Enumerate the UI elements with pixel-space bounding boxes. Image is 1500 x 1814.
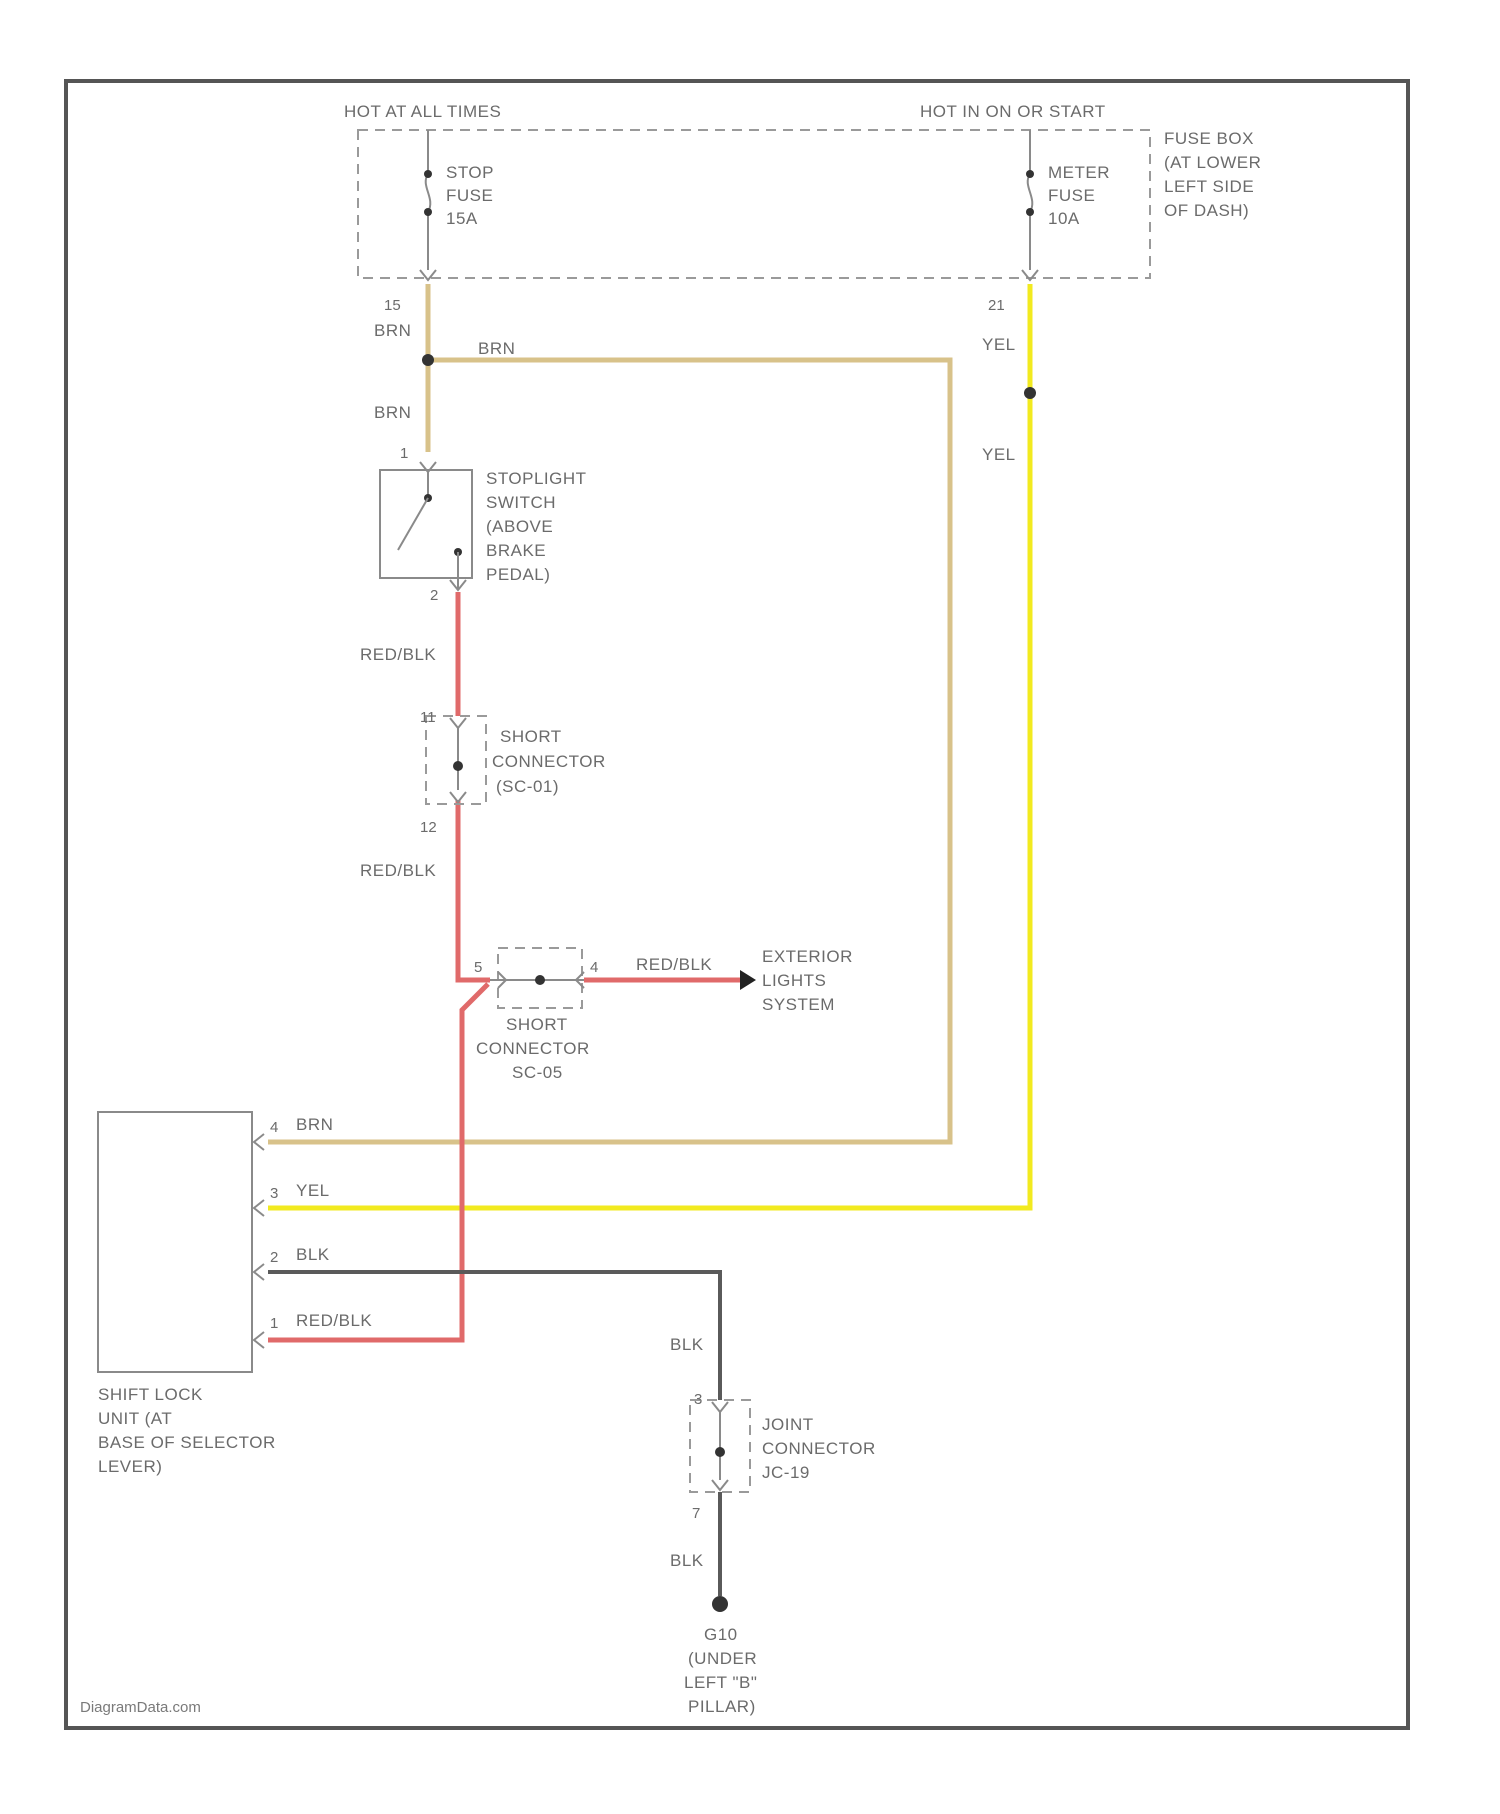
svg-text:LEFT "B": LEFT "B": [684, 1673, 757, 1692]
short-connector-sc05: SHORT CONNECTOR SC-05: [476, 948, 590, 1082]
pin-sc2-left: 5: [474, 959, 482, 976]
wire-label-redblk-3: RED/BLK: [636, 955, 712, 974]
svg-text:LEVER): LEVER): [98, 1457, 162, 1476]
svg-text:G10: G10: [704, 1625, 738, 1644]
svg-text:CONNECTOR: CONNECTOR: [492, 752, 606, 771]
wire-label-redblk-4: RED/BLK: [296, 1311, 372, 1330]
svg-text:JOINT: JOINT: [762, 1415, 814, 1434]
wire-label-redblk-1: RED/BLK: [360, 645, 436, 664]
pin-switch-out: 2: [430, 587, 438, 604]
wire-label-blk-3: BLK: [670, 1551, 704, 1570]
pin-shift-lock-1: 1: [270, 1315, 278, 1332]
pin-shift-lock-4: 4: [270, 1119, 278, 1136]
stop-fuse: STOP FUSE 15A: [420, 130, 494, 280]
pin-sc1-in: 11: [420, 709, 436, 726]
wire-redblk-sc2-to-shiftlock: [268, 984, 488, 1340]
pin-switch-in: 1: [400, 445, 408, 462]
svg-text:CONNECTOR: CONNECTOR: [762, 1439, 876, 1458]
watermark: DiagramData.com: [80, 1699, 201, 1716]
svg-text:SHORT: SHORT: [506, 1015, 568, 1034]
svg-text:EXTERIOR: EXTERIOR: [762, 947, 853, 966]
wire-brn-splice-to-shiftlock: [268, 360, 950, 1142]
pin-shift-lock-2: 2: [270, 1249, 278, 1266]
svg-text:STOP: STOP: [446, 163, 494, 182]
svg-text:PILLAR): PILLAR): [688, 1697, 756, 1716]
pin-sc2-right: 4: [590, 959, 598, 976]
svg-text:LEFT SIDE: LEFT SIDE: [1164, 177, 1254, 196]
svg-text:SHIFT LOCK: SHIFT LOCK: [98, 1385, 203, 1404]
svg-text:PEDAL): PEDAL): [486, 565, 550, 584]
wire-label-yel-3: YEL: [296, 1181, 330, 1200]
diagram-frame: [66, 81, 1408, 1728]
splice-yel: [1024, 387, 1036, 399]
svg-text:BASE OF SELECTOR: BASE OF SELECTOR: [98, 1433, 276, 1452]
svg-text:BRAKE: BRAKE: [486, 541, 546, 560]
fuse-box-label: FUSE BOX (AT LOWER LEFT SIDE OF DASH): [1164, 129, 1261, 220]
wire-label-redblk-2: RED/BLK: [360, 861, 436, 880]
wire-label-yel-1: YEL: [982, 335, 1016, 354]
short-connector-sc01: SHORT CONNECTOR (SC-01): [426, 716, 606, 804]
wire-label-brn-3: BRN: [374, 403, 411, 422]
wire-blk-shiftlock-to-jc: [268, 1272, 720, 1400]
svg-text:(SC-01): (SC-01): [496, 777, 559, 796]
svg-text:SWITCH: SWITCH: [486, 493, 556, 512]
svg-text:10A: 10A: [1048, 209, 1080, 228]
stoplight-switch: STOPLIGHT SWITCH (ABOVE BRAKE PEDAL): [380, 462, 587, 590]
svg-text:FUSE BOX: FUSE BOX: [1164, 129, 1254, 148]
wire-label-yel-2: YEL: [982, 445, 1016, 464]
wire-label-blk-1: BLK: [296, 1245, 330, 1264]
exterior-lights-arrow: [740, 970, 756, 990]
wire-label-brn-4: BRN: [296, 1115, 333, 1134]
pin-stop-fuse-out: 15: [384, 297, 401, 314]
svg-text:(ABOVE: (ABOVE: [486, 517, 553, 536]
svg-text:15A: 15A: [446, 209, 478, 228]
ground-g10: G10 (UNDER LEFT "B" PILLAR): [684, 1596, 757, 1716]
splice-brn: [422, 354, 434, 366]
pin-sc1-out: 12: [420, 819, 437, 836]
svg-text:SHORT: SHORT: [500, 727, 562, 746]
svg-text:SC-05: SC-05: [512, 1063, 563, 1082]
svg-text:(UNDER: (UNDER: [688, 1649, 757, 1668]
svg-text:LIGHTS: LIGHTS: [762, 971, 826, 990]
svg-text:SYSTEM: SYSTEM: [762, 995, 835, 1014]
shift-lock-unit: SHIFT LOCK UNIT (AT BASE OF SELECTOR LEV…: [98, 1112, 276, 1476]
exterior-lights-label: EXTERIOR LIGHTS SYSTEM: [762, 947, 853, 1014]
svg-text:CONNECTOR: CONNECTOR: [476, 1039, 590, 1058]
wire-label-brn-1: BRN: [374, 321, 411, 340]
svg-text:STOPLIGHT: STOPLIGHT: [486, 469, 587, 488]
svg-text:FUSE: FUSE: [1048, 186, 1095, 205]
wire-yel-meter-to-shiftlock: [268, 284, 1030, 1208]
hot-at-all-times-label: HOT AT ALL TIMES: [344, 102, 501, 121]
svg-text:JC-19: JC-19: [762, 1463, 810, 1482]
wire-redblk-sc1-to-sc2: [458, 800, 490, 980]
joint-connector-jc19: JOINT CONNECTOR JC-19: [690, 1400, 876, 1492]
svg-text:(AT LOWER: (AT LOWER: [1164, 153, 1261, 172]
pin-meter-fuse-out: 21: [988, 297, 1005, 314]
svg-text:FUSE: FUSE: [446, 186, 493, 205]
pin-jc-out: 7: [692, 1505, 700, 1522]
pin-jc-in: 3: [694, 1391, 702, 1408]
wire-label-brn-2: BRN: [478, 339, 515, 358]
wire-label-blk-2: BLK: [670, 1335, 704, 1354]
meter-fuse: METER FUSE 10A: [1022, 130, 1110, 280]
pin-shift-lock-3: 3: [270, 1185, 278, 1202]
svg-text:UNIT (AT: UNIT (AT: [98, 1409, 172, 1428]
svg-text:METER: METER: [1048, 163, 1110, 182]
svg-text:OF DASH): OF DASH): [1164, 201, 1249, 220]
hot-in-on-or-start-label: HOT IN ON OR START: [920, 102, 1106, 121]
